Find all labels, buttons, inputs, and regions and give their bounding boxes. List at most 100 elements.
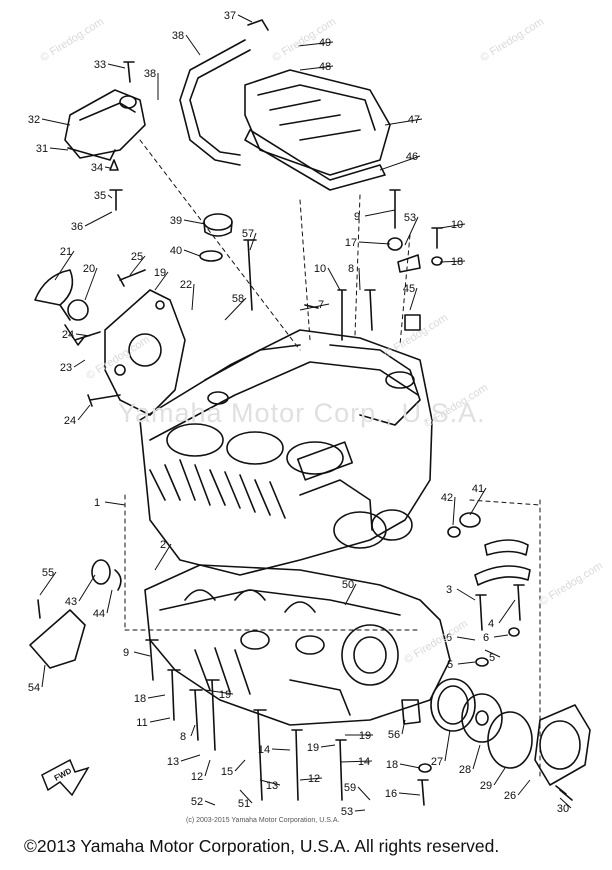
callout-leader-line xyxy=(344,583,357,606)
callout-leader-line xyxy=(204,689,234,695)
callout-number: 47 xyxy=(408,114,420,126)
callout-number: 12 xyxy=(308,773,320,785)
callout-leader-line xyxy=(456,588,476,601)
bearing-parts-right xyxy=(447,512,531,667)
callout-number: 24 xyxy=(64,415,76,427)
callout-leader-line xyxy=(41,118,71,126)
callout-leader-line xyxy=(517,779,531,796)
callout-leader-line xyxy=(484,649,501,658)
callout-leader-line xyxy=(457,661,476,665)
callout-number: 18 xyxy=(386,759,398,771)
callout-leader-line xyxy=(384,118,423,126)
callout-number: 51 xyxy=(238,798,250,810)
callout-number: 56 xyxy=(388,729,400,741)
callout-leader-line xyxy=(75,333,91,337)
callout-number: 14 xyxy=(358,756,370,768)
callout-number: 53 xyxy=(404,212,416,224)
callout-leader-line xyxy=(399,763,421,769)
callout-leader-line xyxy=(104,501,126,506)
watermark-center: Yamaha Motor Corp., U.S.A. xyxy=(118,398,486,428)
callout-leader-line xyxy=(185,34,201,56)
callout-leader-line xyxy=(469,487,487,516)
callout-number: 52 xyxy=(191,796,203,808)
callout-number: 8 xyxy=(180,731,186,743)
callout-leader-line xyxy=(493,634,509,638)
lower-crankcase xyxy=(144,564,451,726)
callout-leader-line xyxy=(320,744,336,748)
callout-number: 35 xyxy=(94,190,106,202)
callout-leader-line xyxy=(404,216,419,246)
callout-leader-line xyxy=(299,303,330,311)
callout-number: 49 xyxy=(319,37,331,49)
callout-number: 58 xyxy=(232,293,244,305)
callout-number: 27 xyxy=(431,756,443,768)
guide-lines xyxy=(124,139,541,781)
callout-number: 12 xyxy=(191,771,203,783)
fwd-arrow: FWD xyxy=(41,758,90,797)
callout-leader-line xyxy=(439,260,466,263)
callout-leader-line xyxy=(249,232,257,251)
callout-leader-line xyxy=(133,651,151,657)
callout-number: 32 xyxy=(28,114,40,126)
callout-number: 48 xyxy=(319,61,331,73)
bolts xyxy=(74,61,573,806)
callout-number: 4 xyxy=(488,618,494,630)
callout-number: 41 xyxy=(472,483,484,495)
callout-number: 31 xyxy=(36,143,48,155)
callout-number: 53 xyxy=(341,806,353,818)
callout-leader-line xyxy=(147,694,166,699)
callout-number: 36 xyxy=(71,221,83,233)
callout-leader-line xyxy=(358,267,361,291)
callout-number: 10 xyxy=(451,219,463,231)
timing-plate xyxy=(104,289,186,416)
cover-27-group xyxy=(430,678,591,786)
callout-number: 42 xyxy=(441,492,453,504)
breather-box xyxy=(64,89,146,161)
callout-leader-line xyxy=(106,589,113,614)
callout-leader-line xyxy=(154,271,169,291)
callout-leader-line xyxy=(271,748,291,751)
breather-hose xyxy=(179,19,269,166)
callout-number: 50 xyxy=(342,579,354,591)
callout-leader-line xyxy=(234,759,246,772)
callout-leader-line xyxy=(54,250,75,281)
callout-number: 30 xyxy=(557,803,569,815)
callout-leader-line xyxy=(39,571,57,596)
callout-leader-line xyxy=(379,155,421,171)
callout-leader-line xyxy=(444,729,451,762)
callout-leader-line xyxy=(129,255,146,276)
callout-number: 38 xyxy=(144,68,156,80)
callout-number: 5 xyxy=(447,659,453,671)
callout-leader-line xyxy=(439,223,466,229)
callout-leader-line xyxy=(354,809,366,812)
callout-leader-line xyxy=(107,63,126,69)
callout-leader-line xyxy=(224,297,247,321)
callout-number: 40 xyxy=(170,245,182,257)
callout-number: 20 xyxy=(83,263,95,275)
callout-number: 17 xyxy=(345,237,357,249)
callout-leader-line xyxy=(452,496,456,526)
callout-leader-line xyxy=(77,404,91,421)
callout-number: 9 xyxy=(354,211,360,223)
callout-number: 6 xyxy=(483,632,489,644)
callout-number: 10 xyxy=(314,263,326,275)
callout-leader-line xyxy=(191,283,195,311)
callout-leader-line xyxy=(78,574,96,602)
callout-leader-line xyxy=(73,359,86,368)
callout-number: 9 xyxy=(123,647,129,659)
callout-number: 19 xyxy=(154,267,166,279)
callout-number: 28 xyxy=(459,764,471,776)
callout-number: 16 xyxy=(385,788,397,800)
callout-number: 3 xyxy=(446,584,452,596)
callout-leader-line xyxy=(49,147,69,151)
callout-leader-line xyxy=(299,65,334,71)
callout-leader-line xyxy=(183,219,206,225)
callout-number: 25 xyxy=(131,251,143,263)
callout-number: 44 xyxy=(93,608,105,620)
callout-number: 45 xyxy=(403,283,415,295)
callout-number: 43 xyxy=(65,596,77,608)
callout-leader-line xyxy=(149,717,171,723)
callout-number: 18 xyxy=(134,693,146,705)
